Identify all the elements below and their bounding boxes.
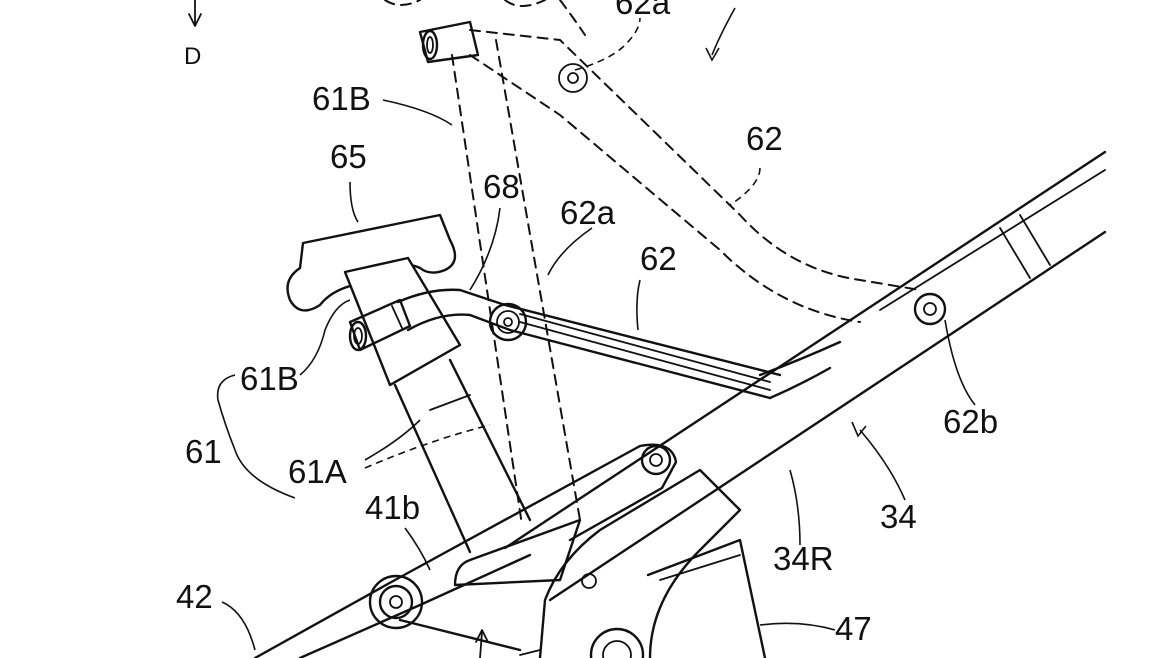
arrow-bottom [475,629,489,658]
rear-cushion-61 [343,256,532,554]
main-frame-34 [503,150,1107,602]
label-62a-top: 62a [615,0,671,21]
hidden-stay-62 [469,29,921,323]
label-41b: 41b [365,489,420,526]
label-61B-left: 61B [240,360,299,397]
label-61: 61 [185,433,222,470]
label-61A: 61A [288,453,347,490]
label-34R: 34R [773,540,834,577]
label-42: 42 [176,578,213,615]
label-62b: 62b [943,403,998,440]
label-62-top: 62 [746,120,783,157]
label-68: 68 [483,168,520,205]
direction-arrow [188,0,202,27]
bracket-47 [519,468,767,658]
hidden-rear-member-61B [451,39,581,526]
label-61B-top: 61B [312,80,371,117]
label-62-mid: 62 [640,240,677,277]
leader-lines [216,7,976,651]
bolt-62a-top [558,63,588,93]
label-62a-mid: 62a [560,194,616,231]
bolt-62b [913,292,947,326]
stay-62 [348,288,842,400]
label-65: 65 [330,138,367,175]
pivot-42 [368,574,424,630]
bolt-62a [488,302,528,342]
label-34: 34 [880,498,917,535]
label-direction-d: D [184,43,201,70]
bolt-41b-upper [640,444,672,476]
label-47: 47 [835,610,872,647]
hidden-top-parts [384,0,586,36]
upper-pipe-end [418,20,480,64]
link-41b [253,443,678,658]
